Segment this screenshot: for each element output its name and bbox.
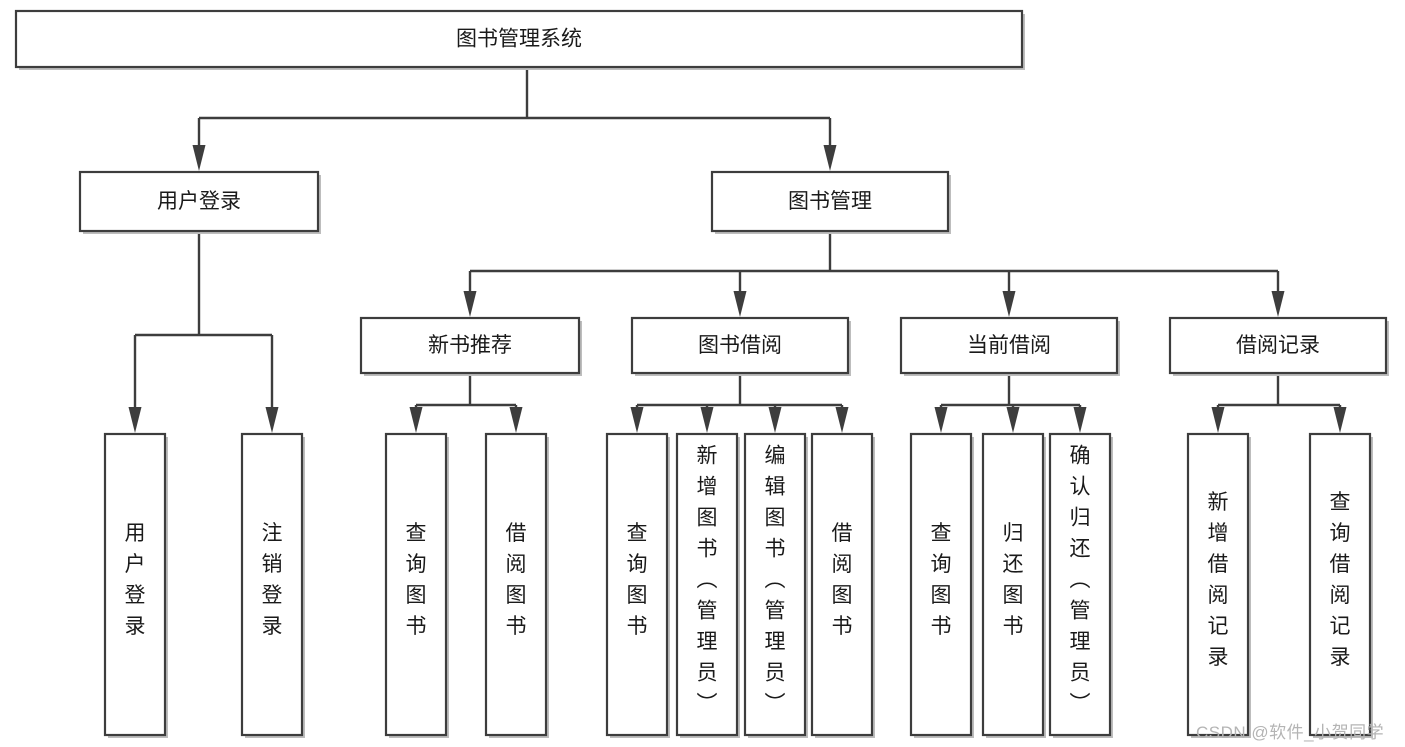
node-leaf-user-login[interactable]: 用户登录 [103, 432, 168, 738]
connector-bus-current-borrow [934, 373, 1087, 433]
connector-bus-root [192, 67, 837, 171]
node-leaf-query-book-3[interactable]: 查询图书 [909, 432, 974, 738]
node-label: 查询借阅记录 [1330, 491, 1351, 669]
connector-bus-new-book-rec [409, 373, 523, 433]
node-book-borrow[interactable]: 图书借阅 [630, 316, 851, 376]
node-label: 借阅记录 [1236, 334, 1320, 357]
node-label: 用户登录 [157, 190, 241, 213]
node-leaf-borrow-book-2[interactable]: 借阅图书 [810, 432, 875, 738]
node-label: 查询图书 [931, 522, 952, 638]
node-label: 图书管理系统 [456, 28, 582, 51]
node-leaf-edit-book[interactable]: 编辑图书︵管理员︶ [743, 432, 808, 738]
node-label: 图书借阅 [698, 334, 782, 357]
node-borrow-record[interactable]: 借阅记录 [1168, 316, 1389, 376]
node-new-book-rec[interactable]: 新书推荐 [359, 316, 582, 376]
node-user-login[interactable]: 用户登录 [78, 170, 321, 234]
node-label: 确认归还︵管理员︶ [1070, 445, 1091, 716]
node-leaf-query-book-2[interactable]: 查询图书 [605, 432, 670, 738]
node-label: 新增图书︵管理员︶ [697, 445, 718, 716]
node-leaf-query-book-1[interactable]: 查询图书 [384, 432, 449, 738]
node-leaf-query-record[interactable]: 查询借阅记录 [1308, 432, 1373, 738]
node-leaf-add-record[interactable]: 新增借阅记录 [1186, 432, 1251, 738]
node-label: 用户登录 [125, 522, 146, 638]
connector-bus-user-login [128, 231, 279, 433]
node-root[interactable]: 图书管理系统 [14, 9, 1025, 70]
connector-layer [128, 67, 1347, 433]
node-label: 归还图书 [1003, 522, 1024, 638]
node-leaf-borrow-book-1[interactable]: 借阅图书 [484, 432, 549, 738]
node-layer: 图书管理系统用户登录图书管理新书推荐图书借阅当前借阅借阅记录用户登录注销登录查询… [14, 9, 1389, 738]
node-leaf-logout[interactable]: 注销登录 [240, 432, 305, 738]
node-label: 查询图书 [406, 522, 427, 638]
node-current-borrow[interactable]: 当前借阅 [899, 316, 1120, 376]
node-leaf-return-book[interactable]: 归还图书 [981, 432, 1046, 738]
node-book-manage[interactable]: 图书管理 [710, 170, 951, 234]
node-label: 注销登录 [262, 522, 283, 638]
node-label: 借阅图书 [506, 522, 527, 638]
node-label: 图书管理 [788, 190, 872, 213]
node-label: 借阅图书 [832, 522, 853, 638]
node-label: 查询图书 [627, 522, 648, 638]
node-leaf-confirm-return[interactable]: 确认归还︵管理员︶ [1048, 432, 1113, 738]
connector-bus-book-borrow [630, 373, 849, 433]
connector-bus-book-manage [463, 231, 1285, 317]
node-label: 新书推荐 [428, 334, 512, 357]
connector-bus-borrow-record [1211, 373, 1347, 433]
node-leaf-add-book[interactable]: 新增图书︵管理员︶ [675, 432, 740, 738]
node-label: 编辑图书︵管理员︶ [765, 445, 786, 716]
csdn-watermark: CSDN @软件_小贺同学 [1196, 723, 1385, 742]
node-label: 新增借阅记录 [1208, 491, 1229, 669]
node-label: 当前借阅 [967, 334, 1051, 357]
